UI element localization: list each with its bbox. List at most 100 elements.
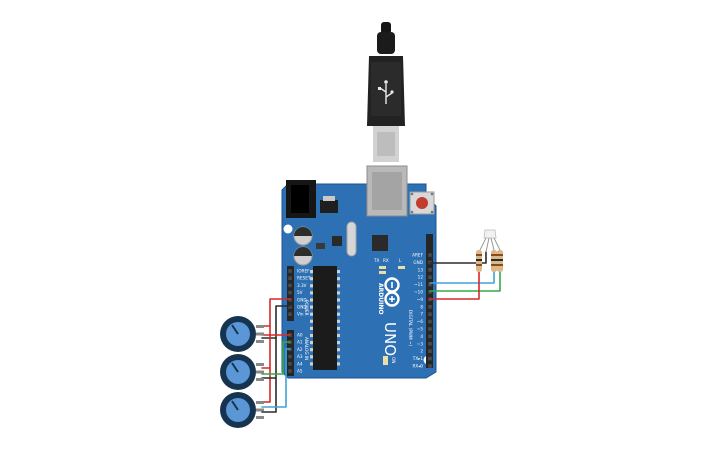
pin-label: Vin — [297, 312, 304, 317]
pin-label: A0 — [297, 333, 303, 338]
analog-header — [287, 330, 294, 376]
pin-label: GND — [297, 297, 307, 302]
header-pin[interactable] — [288, 312, 292, 316]
arduino-uno-board[interactable]: TX RX L ON ARDUINO UNO DIGITAL (PWM ~) P… — [281, 165, 437, 379]
pin-label: A5 — [297, 369, 303, 374]
header-pin[interactable] — [428, 319, 432, 324]
chip-leg — [310, 341, 313, 345]
chip-leg — [310, 355, 313, 359]
chip-leg — [337, 298, 340, 302]
wire-gnd[interactable] — [261, 305, 291, 339]
chip-leg — [337, 355, 340, 359]
reset-button[interactable] — [409, 191, 435, 215]
potentiometer[interactable] — [220, 392, 264, 428]
header-pin[interactable] — [428, 268, 432, 272]
pin-label: IOREF — [297, 269, 310, 274]
header-pin[interactable] — [428, 275, 432, 279]
header-pin[interactable] — [428, 349, 432, 353]
pin-label: 2 — [420, 349, 423, 354]
wire-pin10-resistor[interactable] — [429, 271, 501, 292]
pin-label: 4 — [420, 334, 423, 339]
header-pin[interactable] — [428, 305, 432, 309]
header-pin[interactable] — [288, 283, 292, 288]
wire-pin9-resistor[interactable] — [429, 271, 480, 300]
analog-label: ANALOG IN — [304, 337, 309, 360]
usb-cable[interactable] — [367, 22, 405, 162]
small-chip — [332, 236, 342, 246]
chip-leg — [310, 270, 313, 274]
wire-5v-chain[interactable] — [261, 325, 271, 403]
pin-label: 3.3V — [297, 283, 307, 288]
arduino-brand: ARDUINO — [377, 283, 384, 314]
pin-label: ~9 — [417, 297, 424, 302]
pin-label: ~5 — [417, 327, 424, 332]
header-pin[interactable] — [288, 305, 292, 309]
l-led — [398, 266, 405, 269]
pin-label: ~11 — [414, 282, 423, 287]
crystal-oscillator — [346, 221, 357, 257]
pin-label: GND — [413, 260, 423, 265]
chip-leg — [310, 319, 313, 323]
chip-leg — [337, 326, 340, 330]
pin-label: ~6 — [417, 319, 424, 324]
resistor[interactable] — [491, 250, 497, 272]
chip-leg — [337, 319, 340, 323]
rgb-led[interactable] — [479, 229, 501, 253]
header-pin[interactable] — [428, 364, 432, 368]
chip-leg — [337, 341, 340, 345]
header-pin[interactable] — [428, 342, 432, 346]
wire-5v[interactable] — [261, 298, 291, 327]
pin-label: GND — [297, 305, 307, 310]
wire-gnd-led[interactable] — [429, 251, 487, 264]
pin-label: ~10 — [414, 290, 423, 295]
power-label: POWER — [304, 300, 309, 316]
board-name: UNO — [381, 322, 399, 356]
digital-label: DIGITAL (PWM ~) — [408, 310, 413, 346]
pin-label: RX◂0 — [412, 364, 423, 369]
arduino-logo-icon — [384, 277, 400, 307]
header-pin[interactable] — [288, 290, 292, 295]
pin-label: A3 — [297, 354, 303, 359]
header-pin[interactable] — [288, 369, 292, 373]
atmega-microcontroller — [310, 266, 340, 370]
pin-label: 7 — [420, 312, 423, 317]
header-pin[interactable] — [288, 354, 292, 359]
wire-a1[interactable] — [261, 341, 291, 375]
on-led — [383, 356, 388, 365]
wire-a2[interactable] — [261, 348, 291, 408]
header-pin[interactable] — [428, 356, 432, 361]
header-pin[interactable] — [428, 327, 432, 331]
header-pin[interactable] — [288, 269, 292, 273]
header-pin[interactable] — [428, 312, 432, 316]
header-pin[interactable] — [428, 334, 432, 339]
header-pin[interactable] — [288, 276, 292, 280]
tx-led — [379, 266, 386, 269]
potentiometer[interactable] — [220, 316, 264, 352]
chip-leg — [310, 312, 313, 316]
wire-gnd-chain[interactable] — [261, 337, 277, 413]
capacitor — [293, 226, 313, 246]
chip-leg — [310, 326, 313, 330]
rx-label: RX — [383, 258, 389, 263]
pin-label: AREF — [412, 253, 423, 258]
header-pin[interactable] — [428, 290, 432, 294]
usb-interface-chip — [372, 235, 388, 251]
potentiometer[interactable] — [220, 354, 264, 390]
pin-label: ~3 — [417, 341, 424, 346]
header-pin[interactable] — [288, 362, 292, 366]
chip-leg — [337, 277, 340, 281]
header-pin[interactable] — [428, 282, 432, 287]
header-pin[interactable] — [428, 253, 432, 257]
chip-leg — [310, 305, 313, 309]
chip-leg — [337, 284, 340, 288]
pin-label: 5V — [297, 290, 303, 295]
resistor[interactable] — [497, 250, 503, 272]
chip-leg — [337, 270, 340, 274]
rx-led — [379, 271, 386, 274]
pin-label: RESET — [297, 276, 311, 281]
chip-leg — [310, 333, 313, 338]
wire-pin11-resistor[interactable] — [429, 271, 495, 284]
resistor[interactable] — [476, 250, 482, 272]
